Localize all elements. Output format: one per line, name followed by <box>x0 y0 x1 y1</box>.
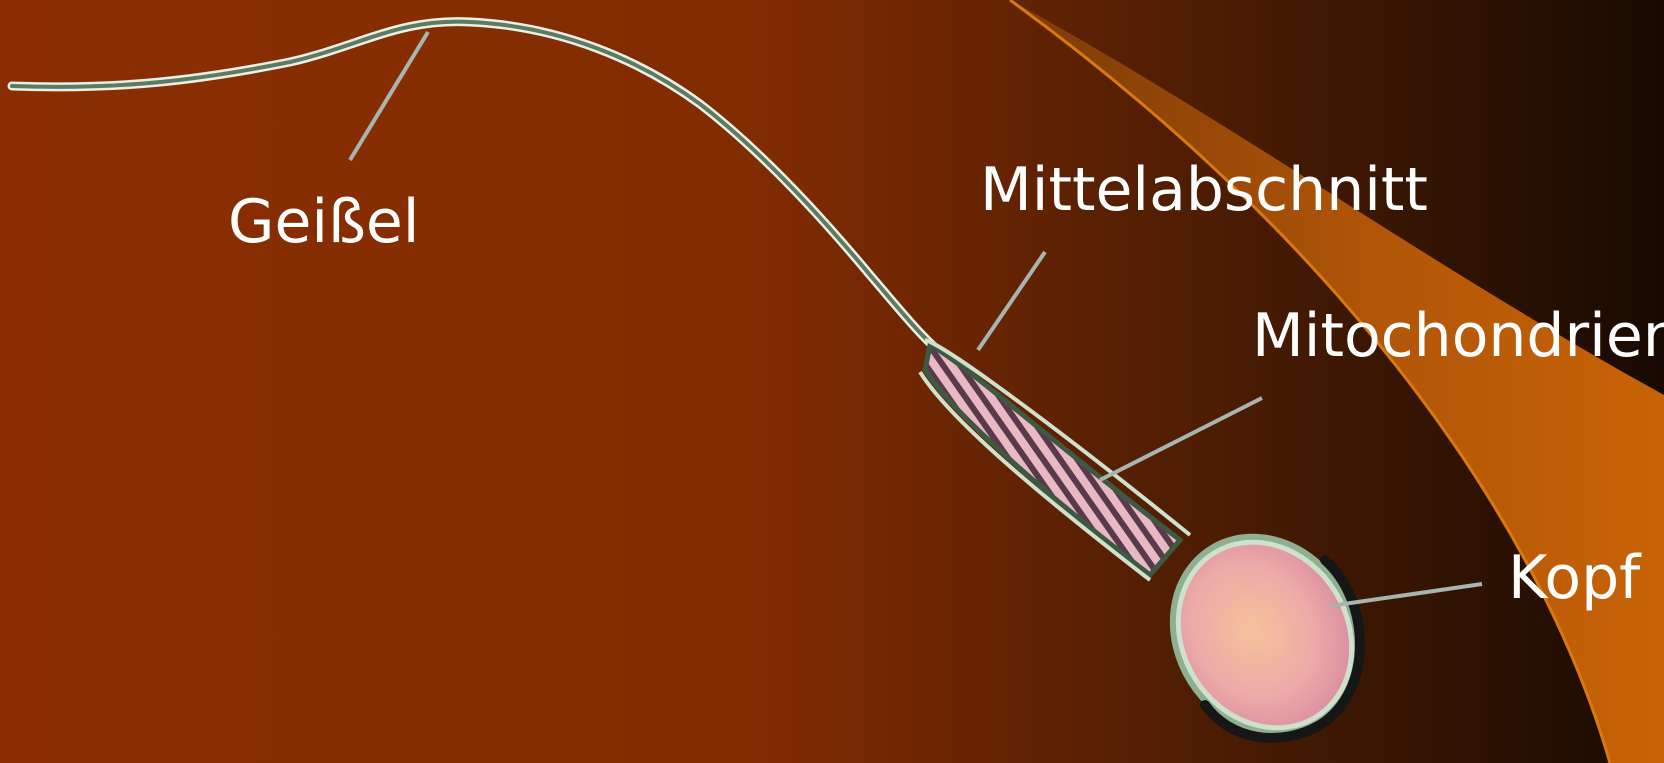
label-flagellum: Geißel <box>228 192 419 252</box>
label-head: Kopf <box>1508 548 1640 608</box>
label-mitochondria: Mitochondrien <box>1252 306 1664 366</box>
label-midpiece: Mittelabschnitt <box>980 160 1428 220</box>
